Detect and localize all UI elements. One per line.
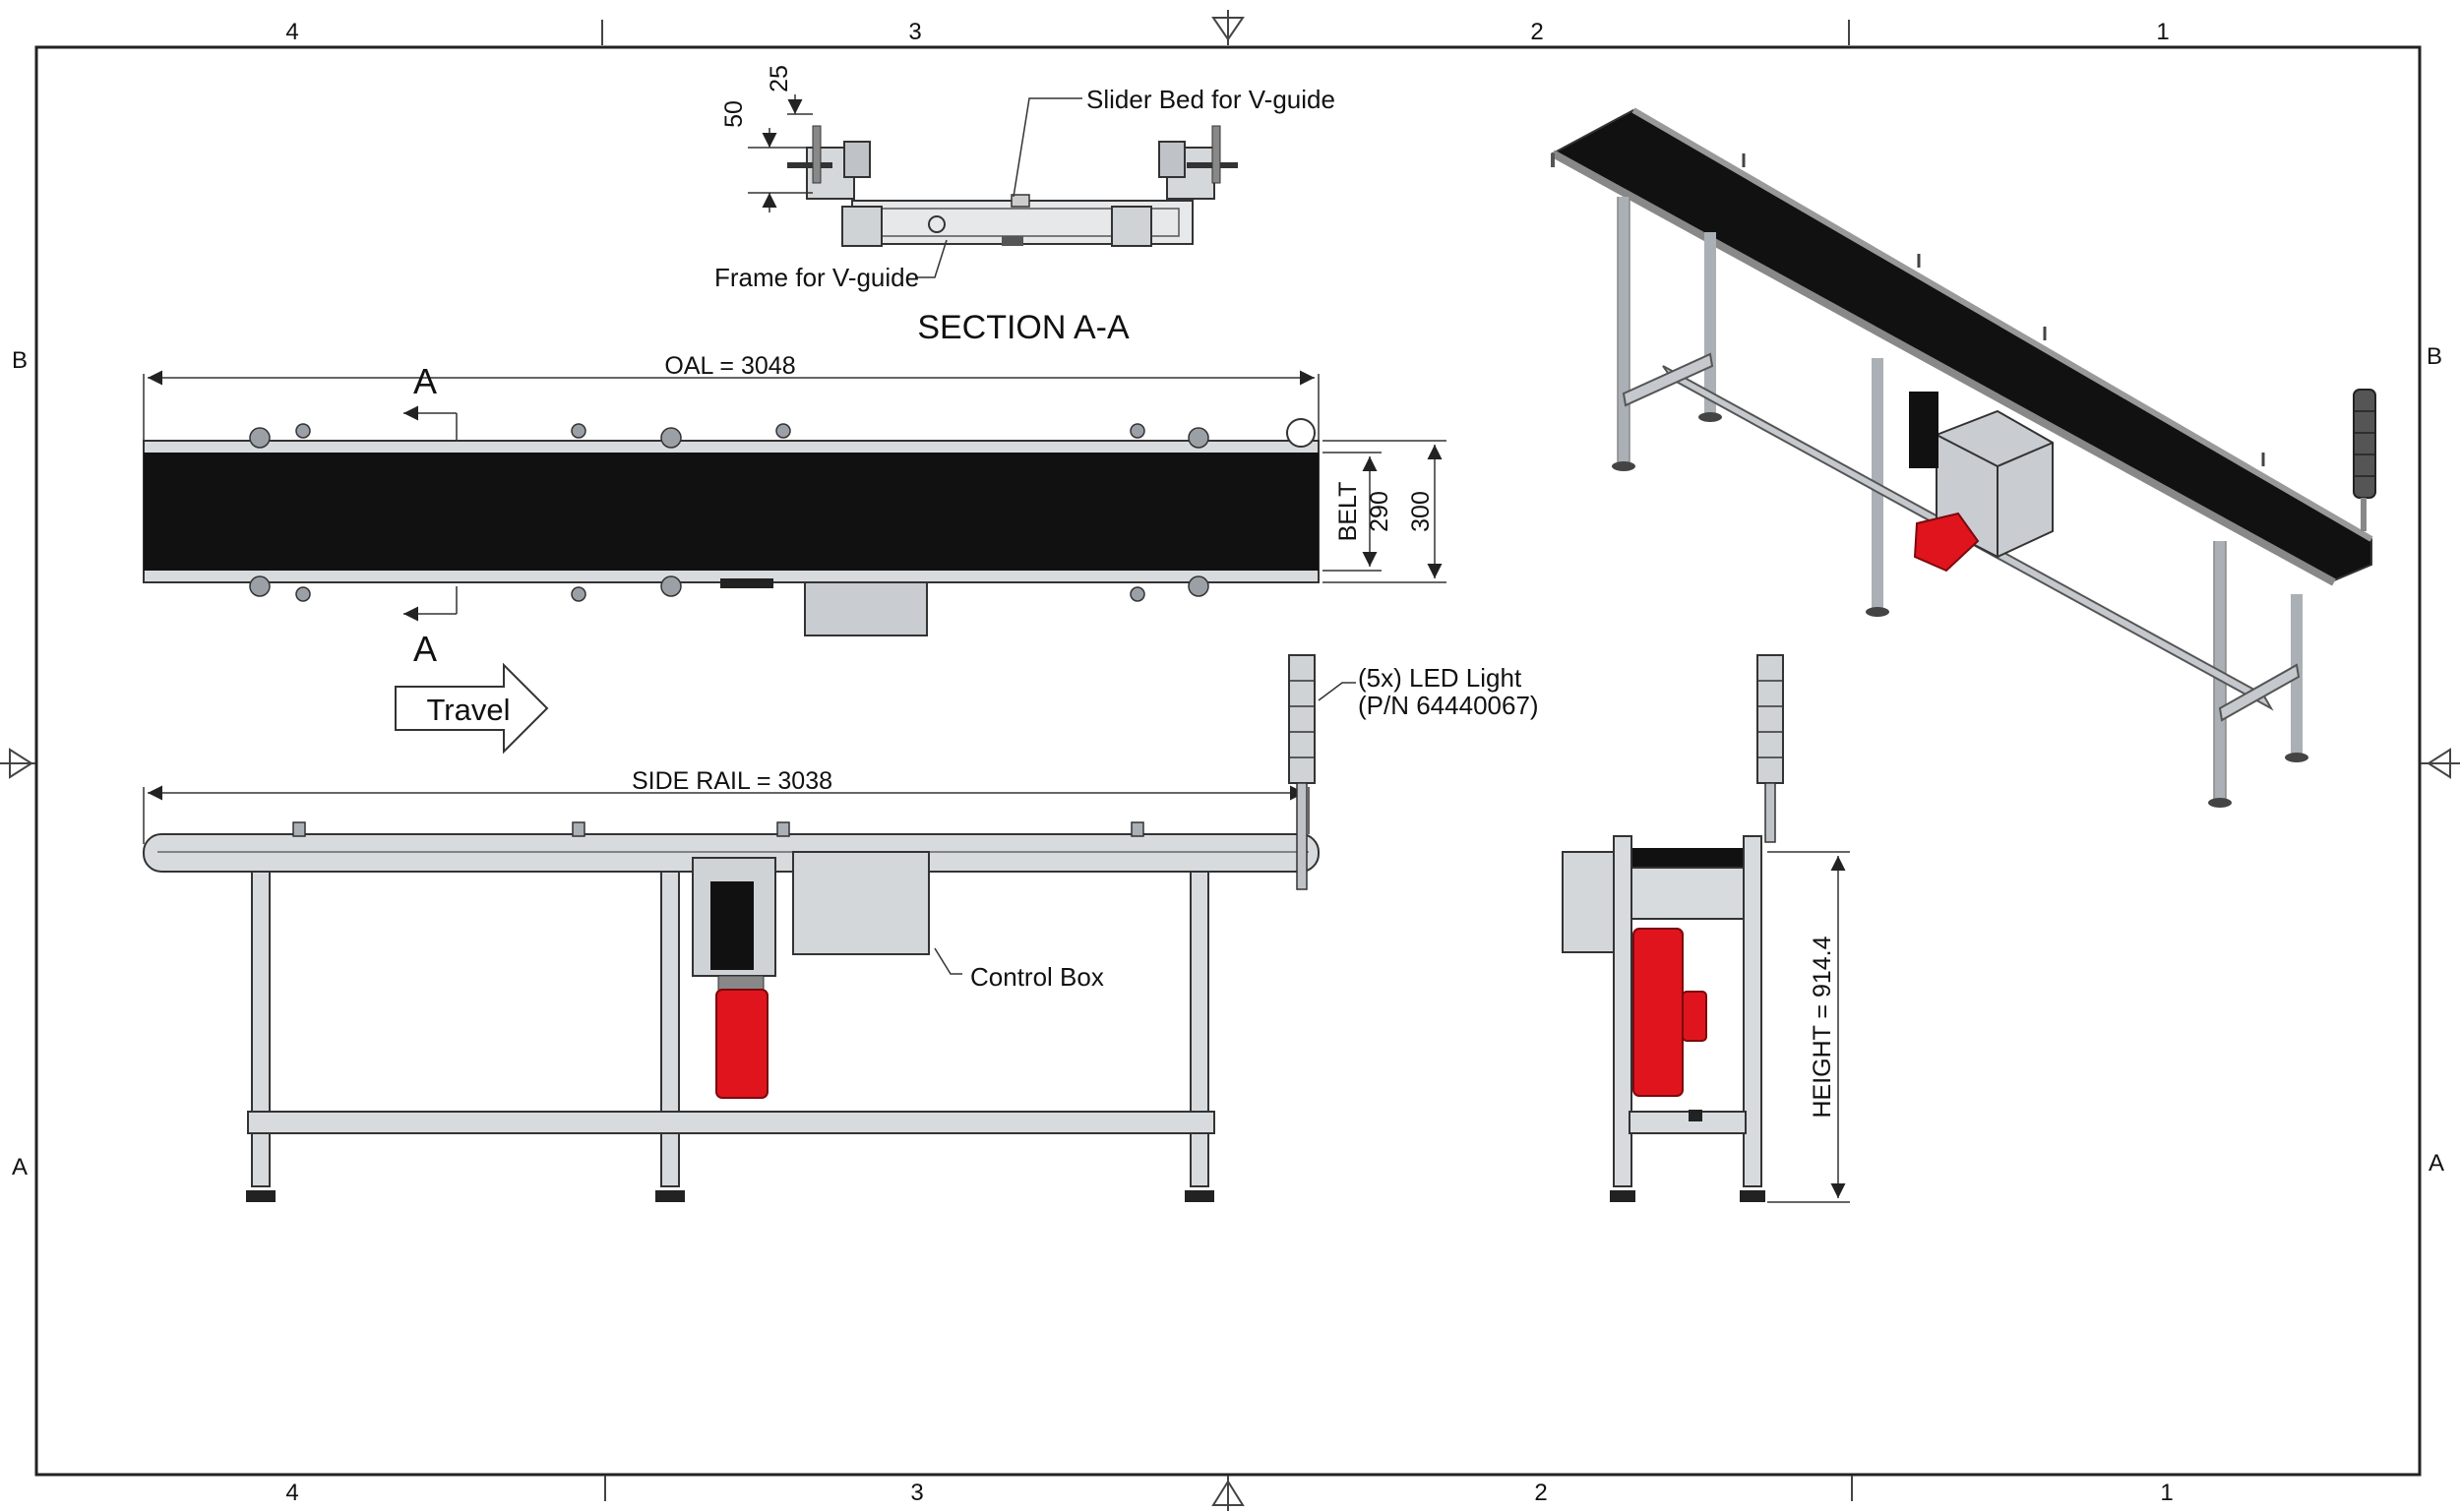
section-view: 50 25 Slider Bed for V-guide Frame for V… bbox=[714, 65, 1335, 346]
zone-col-bottom-4: 4 bbox=[285, 1480, 298, 1506]
zone-row-left-A: A bbox=[12, 1154, 28, 1180]
led-label-line2: (P/N 64440067) bbox=[1358, 691, 1539, 720]
height-label: HEIGHT = 914.4 bbox=[1809, 936, 1836, 1118]
belt-label: BELT bbox=[1334, 482, 1362, 542]
zone-col-bottom-2: 2 bbox=[1534, 1480, 1547, 1506]
side-rail-label: SIDE RAIL = 3038 bbox=[632, 767, 832, 795]
dim-50: 50 bbox=[720, 100, 748, 128]
slider-bed-label: Slider Bed for V-guide bbox=[1086, 85, 1335, 114]
belt-width: 290 bbox=[1366, 491, 1393, 532]
control-box-label: Control Box bbox=[970, 962, 1104, 992]
oal-label: OAL = 3048 bbox=[664, 352, 795, 380]
zone-row-right-B: B bbox=[2427, 343, 2442, 370]
top-view: OAL = 3048 A A BELT 29 bbox=[143, 352, 1446, 669]
section-marker-bottom: A bbox=[413, 629, 437, 669]
travel-arrow: Travel bbox=[395, 662, 549, 755]
side-view: SIDE RAIL = 3038 Control Box bbox=[143, 654, 1539, 1202]
zone-col-top-2: 2 bbox=[1530, 19, 1543, 45]
motor bbox=[715, 989, 769, 1099]
zone-row-left-B: B bbox=[12, 347, 28, 374]
zone-col-top-4: 4 bbox=[285, 19, 298, 45]
control-box bbox=[792, 851, 930, 955]
frame-label: Frame for V-guide bbox=[714, 263, 919, 292]
led-label-line1: (5x) LED Light bbox=[1358, 663, 1522, 693]
zone-col-top-1: 1 bbox=[2156, 19, 2169, 45]
zone-col-bottom-1: 1 bbox=[2160, 1480, 2173, 1506]
isometric-view bbox=[1550, 107, 2376, 808]
belt bbox=[144, 453, 1319, 571]
zone-col-top-3: 3 bbox=[908, 19, 921, 45]
section-title: SECTION A-A bbox=[917, 309, 1130, 346]
zone-col-bottom-3: 3 bbox=[910, 1480, 923, 1506]
dim-25: 25 bbox=[766, 65, 793, 92]
zone-row-right-A: A bbox=[2429, 1150, 2444, 1177]
section-marker-top: A bbox=[413, 361, 437, 401]
overall-width: 300 bbox=[1407, 491, 1435, 532]
end-view: HEIGHT = 914.4 bbox=[1562, 654, 1850, 1203]
sheet-border bbox=[0, 10, 2460, 1511]
zone-labels: 4 3 2 1 4 3 2 1 B A B A bbox=[12, 19, 2444, 1506]
travel-label: Travel bbox=[427, 693, 511, 727]
